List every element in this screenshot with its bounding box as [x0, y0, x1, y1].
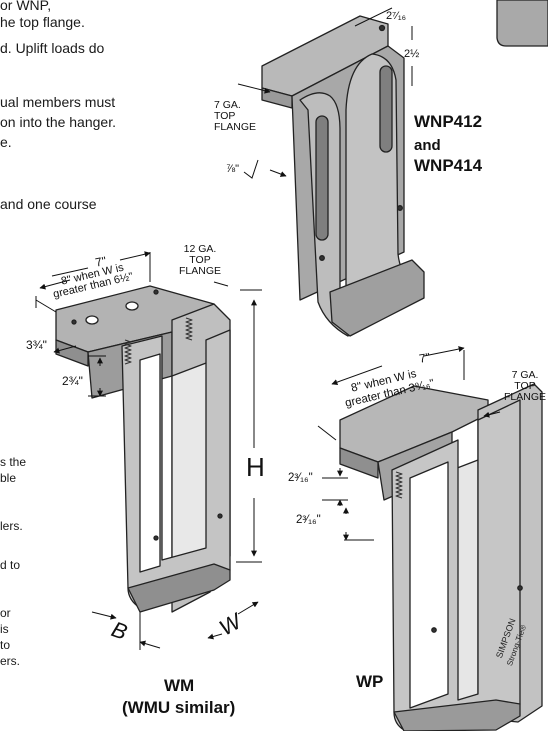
- text-line: d. Uplift loads do: [0, 40, 105, 56]
- wm-dim-left-side: 2¾": [62, 374, 83, 388]
- wm-dim-h: H: [246, 452, 265, 482]
- wnp-dimensions: [237, 7, 413, 179]
- flange-label-line: TOP: [514, 380, 536, 392]
- wp-hanger-illustration: [339, 383, 543, 731]
- flange-label-line: FLANGE: [214, 121, 257, 133]
- text-line: ers.: [0, 654, 21, 668]
- wnp-seat: [329, 259, 425, 337]
- wm-flange-label: 12 GA. TOP FLANGE: [174, 244, 226, 277]
- wm-hanger-illustration: [55, 285, 231, 613]
- wp-flange-label: 7 GA. TOP FLANGE: [502, 370, 548, 403]
- partial-hanger-top-right: [496, 0, 548, 47]
- wnp-dim-side: 2½: [404, 48, 420, 60]
- text-line: or WNP,: [0, 0, 52, 13]
- wp-dimensions: [317, 346, 501, 541]
- wp-dim-left-side: 2³⁄₁₆": [296, 514, 321, 526]
- text-line: s the: [0, 455, 27, 469]
- wnp-slot-right: [379, 65, 393, 153]
- wnp-model-label: WNP412: [414, 112, 483, 131]
- wnp-model-label-2: WNP414: [414, 156, 483, 175]
- wnp-flange-label: 7 GA. TOP FLANGE: [214, 100, 258, 133]
- wp-dim-left-top: 2³⁄₁₆": [288, 472, 313, 484]
- wnp-slot-left: [315, 115, 329, 241]
- text-line: d to: [0, 558, 21, 572]
- wp-dim-top-main: 7": [418, 350, 432, 366]
- flange-label-line: FLANGE: [503, 391, 546, 403]
- text-line: to: [0, 638, 11, 652]
- wm-dim-left-top: 3¾": [26, 338, 47, 352]
- wm-caption: WM: [164, 676, 195, 695]
- wp-caption: WP: [356, 672, 384, 691]
- wnp-model-label-and: and: [414, 137, 441, 154]
- wm-dimensions: [35, 251, 262, 650]
- text-line: ble: [0, 471, 17, 485]
- text-line: e.: [0, 134, 12, 150]
- flange-label-line: TOP: [214, 110, 236, 122]
- flange-label-line: 12 GA.: [183, 243, 217, 255]
- flange-label-line: 7 GA.: [214, 99, 241, 111]
- flange-label-line: FLANGE: [178, 265, 221, 277]
- text-line: and one course: [0, 196, 97, 212]
- text-line: lers.: [0, 519, 23, 533]
- text-line: is: [0, 622, 9, 636]
- text-line: on into the hanger.: [0, 114, 116, 130]
- text-line: he top flange.: [0, 14, 85, 30]
- wnp-dim-w: ⅞": [226, 163, 240, 175]
- flange-label-line: TOP: [189, 254, 211, 266]
- text-line: or: [0, 606, 11, 620]
- wnp-dim-top: 2⁷⁄₁₆: [386, 10, 407, 22]
- wm-caption-sub: (WMU similar): [122, 698, 236, 717]
- wnp-hanger-illustration: [261, 15, 425, 337]
- text-line: ual members must: [0, 94, 116, 110]
- flange-label-line: 7 GA.: [511, 369, 539, 381]
